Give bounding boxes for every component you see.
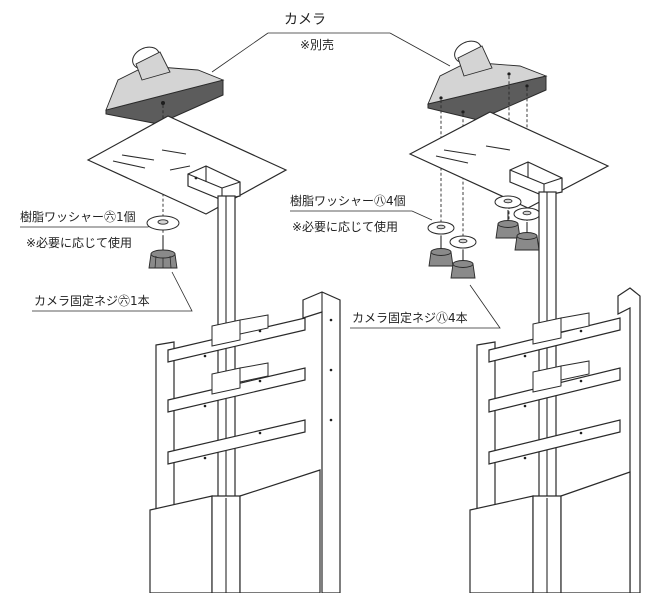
label-sold-separately: ※別売 <box>300 37 334 52</box>
right-camera-illustration <box>427 40 548 121</box>
label-group-screw-small: カメラ固定ネジ㊇4本 <box>350 284 501 329</box>
left-camera-illustration <box>105 46 225 125</box>
label-washer-large-note: ※必要に応じて使用 <box>26 235 132 250</box>
left-screw-large <box>148 236 178 269</box>
left-mounting-plate <box>86 115 288 215</box>
label-group-washer-large: 樹脂ワッシャー㊅1個 ※必要に応じて使用 <box>20 209 159 250</box>
left-assembly <box>86 46 341 593</box>
leader-screw-large <box>32 271 193 312</box>
label-washer-small-note: ※必要に応じて使用 <box>292 219 398 234</box>
leader-washer-small <box>290 210 433 221</box>
right-assembly <box>408 40 641 593</box>
right-screws-small <box>428 210 540 279</box>
leader-camera-right-diag <box>389 32 451 67</box>
label-group-screw-large: カメラ固定ネジ㊅1本 <box>32 271 193 312</box>
leader-camera-left-diag <box>211 32 269 73</box>
label-washer-small: 樹脂ワッシャー㊇4個 <box>290 193 406 208</box>
label-group-camera: カメラ ※別売 <box>211 12 451 73</box>
leader-screw-small <box>350 284 501 329</box>
label-washer-large: 樹脂ワッシャー㊅1個 <box>20 209 136 224</box>
left-rack-frame <box>149 291 341 593</box>
right-rack-frame <box>469 287 641 593</box>
label-camera: カメラ <box>284 12 326 28</box>
label-group-washer-small: 樹脂ワッシャー㊇4個 ※必要に応じて使用 <box>290 193 433 234</box>
label-screw-large: カメラ固定ネジ㊅1本 <box>34 293 150 308</box>
left-pole-bracket <box>187 165 241 201</box>
label-screw-small: カメラ固定ネジ㊇4本 <box>352 310 468 325</box>
right-pole-bracket <box>509 161 563 197</box>
left-washer-large <box>146 215 180 231</box>
right-mounting-plate <box>408 111 610 209</box>
